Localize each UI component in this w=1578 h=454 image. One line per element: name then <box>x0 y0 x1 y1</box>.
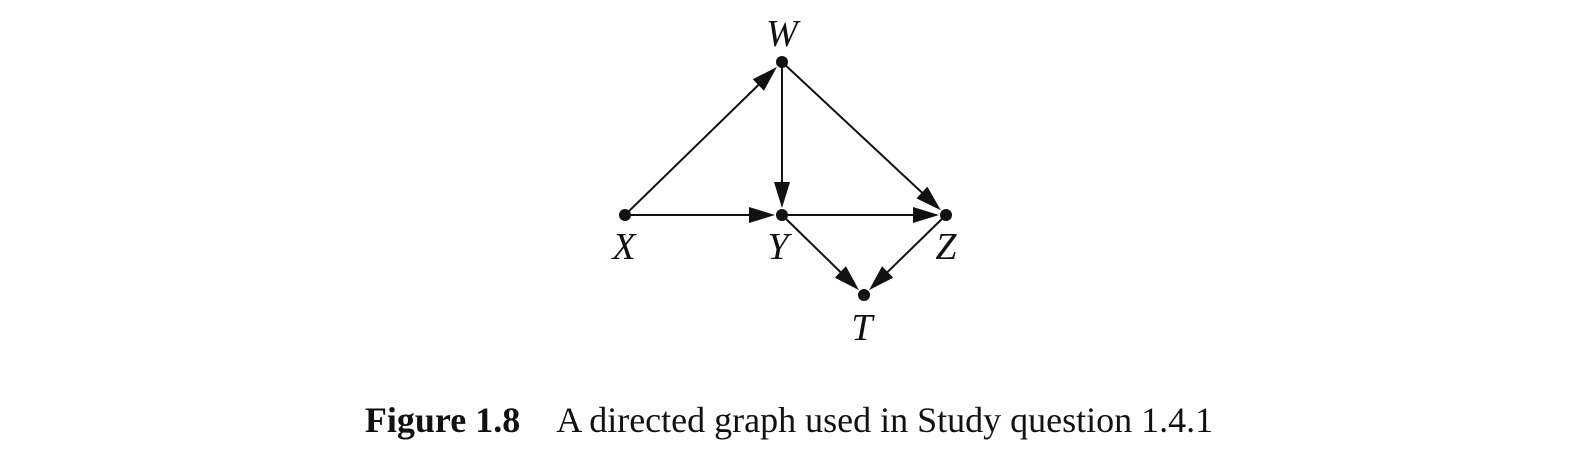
edge-line <box>781 214 843 275</box>
node-label: T <box>851 307 875 349</box>
edge-line <box>885 214 947 275</box>
arrowhead-icon <box>834 266 859 291</box>
edge-y-to-z <box>782 207 939 223</box>
arrowhead-icon <box>913 207 939 223</box>
node-z: Z <box>935 209 957 268</box>
node-x: X <box>610 209 637 268</box>
node-t: T <box>851 289 875 349</box>
nodes: W X Y Z T <box>610 13 957 349</box>
node-y: Y <box>767 209 792 268</box>
edges <box>624 61 947 291</box>
arrowhead-icon <box>916 186 941 211</box>
node-label: W <box>766 13 801 55</box>
arrowhead-icon <box>774 182 790 208</box>
figure-caption-text: A directed graph used in Study question … <box>556 400 1214 440</box>
arrowhead-icon <box>869 266 894 291</box>
node-dot <box>776 209 788 221</box>
edge-y-to-t <box>781 214 859 291</box>
edge-x-to-w <box>624 66 777 216</box>
edge-w-to-y <box>774 62 790 208</box>
node-label: Y <box>767 226 792 268</box>
arrowhead-icon <box>752 66 777 91</box>
figure-caption-label: Figure 1.8 <box>364 400 521 440</box>
node-dot <box>940 209 952 221</box>
node-dot <box>776 56 788 68</box>
node-label: Z <box>935 226 957 268</box>
node-w: W <box>766 13 801 68</box>
node-dot <box>619 209 631 221</box>
node-dot <box>858 289 870 301</box>
edge-x-to-y <box>625 207 775 223</box>
edge-w-to-z <box>781 61 941 211</box>
edge-line <box>624 82 761 216</box>
edge-line <box>781 61 925 195</box>
figure-caption: Figure 1.8 A directed graph used in Study… <box>0 398 1578 442</box>
arrowhead-icon <box>749 207 775 223</box>
node-label: X <box>610 226 637 268</box>
edge-z-to-t <box>869 214 947 291</box>
